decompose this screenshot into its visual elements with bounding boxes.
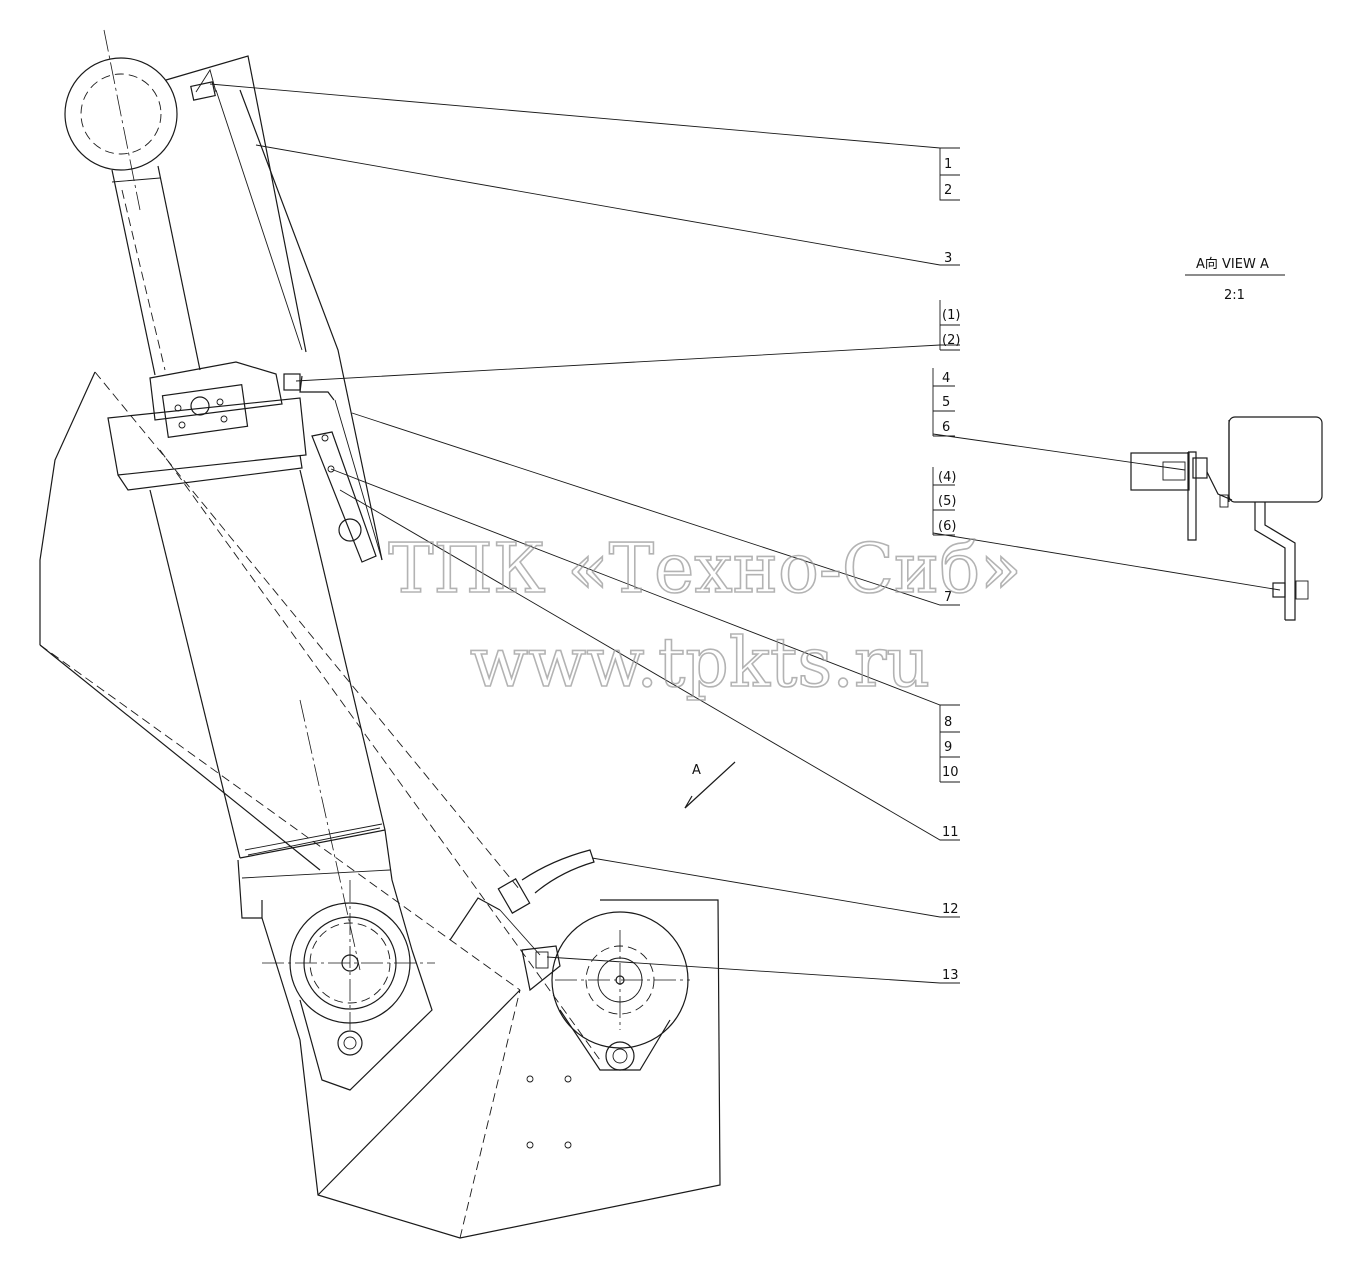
- balloon-11: 11: [942, 825, 959, 840]
- balloon-3: 3: [944, 251, 952, 266]
- balloon-9: 9: [944, 740, 952, 755]
- boom-frame: [39, 371, 736, 1239]
- balloon-labels: 1 2 3 (1) (2) 4 5 6 (4) (5) (6) 7 8 9 10…: [938, 157, 960, 983]
- balloon-5: 5: [942, 395, 950, 410]
- balloon-2: 2: [944, 183, 952, 198]
- view-arrow-letter: A: [692, 763, 701, 778]
- watermark-company: ТПК «Техно-Сиб»: [388, 530, 1022, 609]
- balloon-1-ref: (1): [942, 308, 960, 323]
- watermark-url: www.tpkts.ru: [470, 624, 930, 703]
- balloon-2-ref: (2): [942, 333, 960, 348]
- balloon-frames: [932, 148, 960, 783]
- balloon-1: 1: [944, 157, 952, 172]
- balloon-4: 4: [942, 371, 950, 386]
- balloon-6: 6: [942, 420, 950, 435]
- balloon-5-ref: (5): [938, 494, 956, 509]
- balloon-13: 13: [942, 968, 959, 983]
- hose-bracket: [239, 89, 383, 563]
- view-a-scale: 2:1: [1224, 288, 1245, 303]
- view-a-title: A向 VIEW A: [1196, 256, 1269, 272]
- balloon-12: 12: [942, 902, 959, 917]
- view-a-detail: [1130, 274, 1323, 621]
- balloon-8: 8: [944, 715, 952, 730]
- hydraulic-cylinder: [64, 29, 435, 1030]
- balloon-6-ref: (6): [938, 519, 956, 534]
- balloon-7: 7: [944, 590, 952, 605]
- balloon-4-ref: (4): [938, 470, 956, 485]
- balloon-10: 10: [942, 765, 959, 780]
